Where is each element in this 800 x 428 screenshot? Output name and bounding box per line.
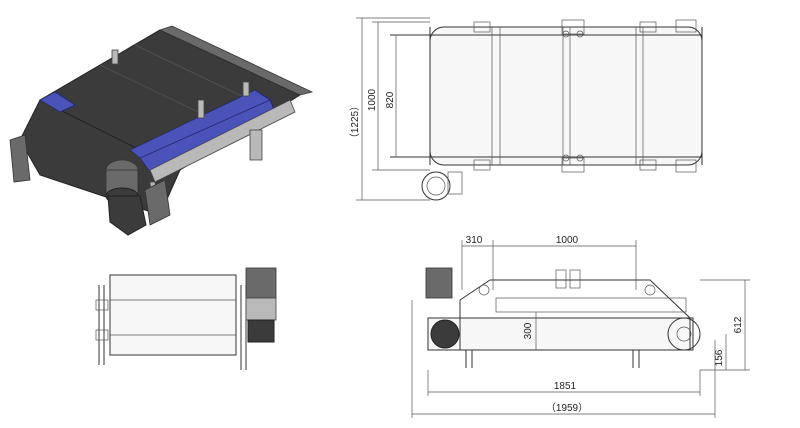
dim-side-overall-length: （1959）: [546, 402, 588, 414]
isometric-view: [9, 25, 314, 236]
dim-side-clearance: 156: [714, 349, 725, 366]
front-view: [95, 267, 277, 370]
dim-side-pitch: 1000: [556, 235, 579, 246]
dim-side-magnet-height: 300: [523, 322, 534, 339]
dim-top-overall-height: （1225）: [349, 101, 361, 143]
dim-side-overall-height: 612: [733, 316, 744, 333]
side-view: 310 1000 300 612 156 1851 （1959）: [411, 235, 750, 418]
dim-top-belt-width: 820: [385, 91, 396, 108]
dim-side-length: 1851: [554, 381, 577, 392]
dim-top-height: 1000: [367, 88, 378, 111]
top-view: （1225） 1000 820: [349, 17, 703, 201]
dim-side-offset: 310: [466, 235, 483, 246]
